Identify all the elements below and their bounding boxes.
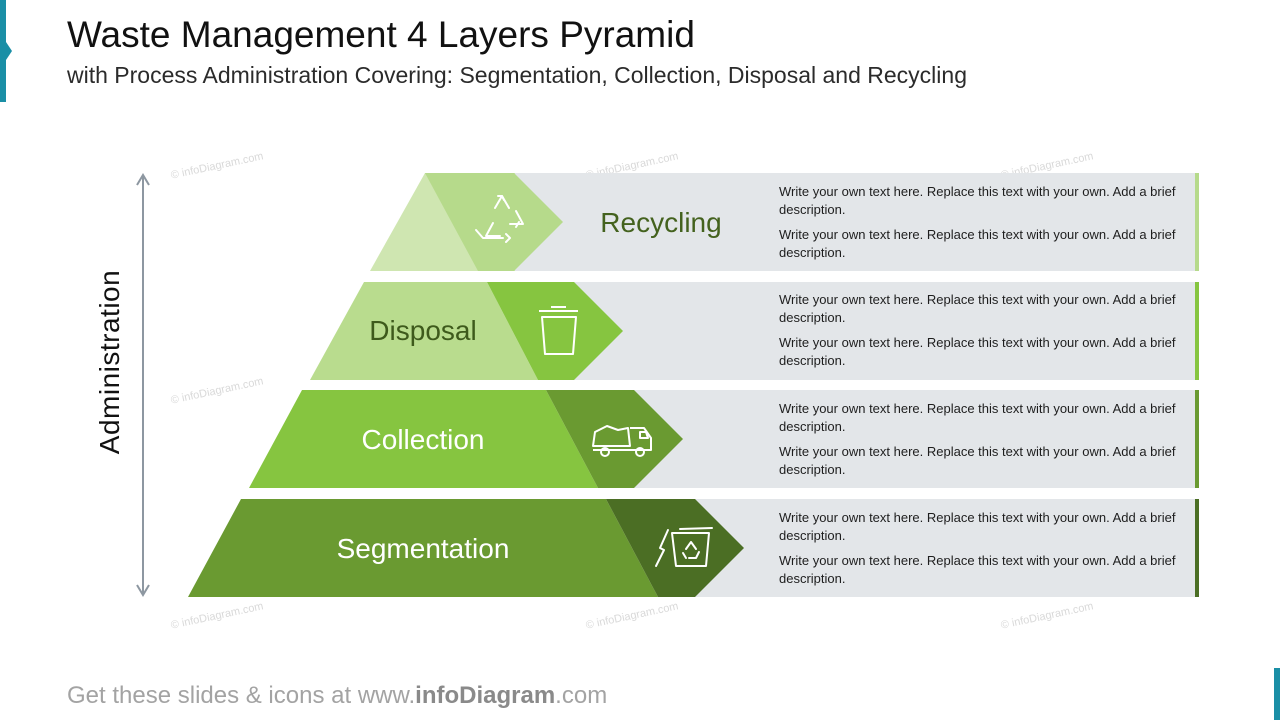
- pyramid-segment-collection: [249, 390, 598, 488]
- layer-description-disposal: Write your own text here. Replace this t…: [779, 291, 1179, 377]
- trash-bin-icon: [539, 306, 578, 355]
- arrow-segment-collection: [546, 390, 683, 488]
- pyramid-segment-segmentation: [188, 499, 658, 597]
- layer-recycling-panel: [514, 173, 1196, 271]
- layer-disposal-edge: [1195, 282, 1199, 380]
- description-text: Write your own text here. Replace this t…: [779, 227, 1176, 260]
- layer-description-collection: Write your own text here. Replace this t…: [779, 400, 1179, 486]
- layer-segmentation-panel: [695, 499, 1196, 597]
- garbage-truck-icon: [592, 425, 652, 457]
- recycling-bin-icon: [655, 527, 713, 567]
- administration-axis-arrow: [136, 173, 150, 597]
- layer-name-disposal: Disposal: [369, 315, 477, 346]
- pyramid-segment-disposal: [310, 282, 538, 380]
- footer-prefix: Get these slides & icons at www.: [67, 682, 416, 709]
- footer-brand: infoDiagram: [415, 682, 556, 709]
- description-text: Write your own text here. Replace this t…: [779, 401, 1176, 434]
- accent-tip: [6, 42, 12, 60]
- layer-description-segmentation: Write your own text here. Replace this t…: [779, 509, 1179, 595]
- layer-recycling-edge: [1195, 173, 1199, 271]
- slide-subtitle: with Process Administration Covering: Se…: [67, 62, 967, 88]
- description-text: Write your own text here. Replace this t…: [779, 184, 1176, 217]
- description-text: Write your own text here. Replace this t…: [779, 553, 1176, 586]
- slide-title: Waste Management 4 Layers Pyramid: [67, 14, 695, 55]
- layer-collection: [249, 390, 1199, 488]
- layer-disposal: [310, 282, 1199, 380]
- layer-disposal-panel: [574, 282, 1196, 380]
- recycle-icon: [475, 195, 524, 243]
- description-text: Write your own text here. Replace this t…: [779, 335, 1176, 368]
- administration-label: Administration: [94, 269, 125, 455]
- footer-suffix: .com: [555, 682, 608, 709]
- layer-name-segmentation: Segmentation: [336, 533, 510, 564]
- layer-description-recycling: Write your own text here. Replace this t…: [779, 183, 1179, 269]
- layer-name-recycling: Recycling: [600, 207, 722, 238]
- arrow-segment-recycling: [425, 173, 563, 271]
- accent-bar: [0, 0, 6, 102]
- layer-name-collection: Collection: [361, 424, 485, 455]
- description-text: Write your own text here. Replace this t…: [779, 444, 1176, 477]
- layer-recycling: [370, 173, 1199, 271]
- layer-collection-panel: [634, 390, 1196, 488]
- footer-credit: Get these slides & icons at www.infoDiag…: [67, 682, 607, 710]
- layer-collection-edge: [1195, 390, 1199, 488]
- layer-segmentation-edge: [1195, 499, 1199, 597]
- corner-accent: [1274, 668, 1280, 720]
- layer-segmentation: [188, 499, 1199, 597]
- description-text: Write your own text here. Replace this t…: [779, 510, 1176, 543]
- description-text: Write your own text here. Replace this t…: [779, 292, 1176, 325]
- arrow-segment-segmentation: [606, 499, 744, 597]
- arrow-segment-disposal: [487, 282, 623, 380]
